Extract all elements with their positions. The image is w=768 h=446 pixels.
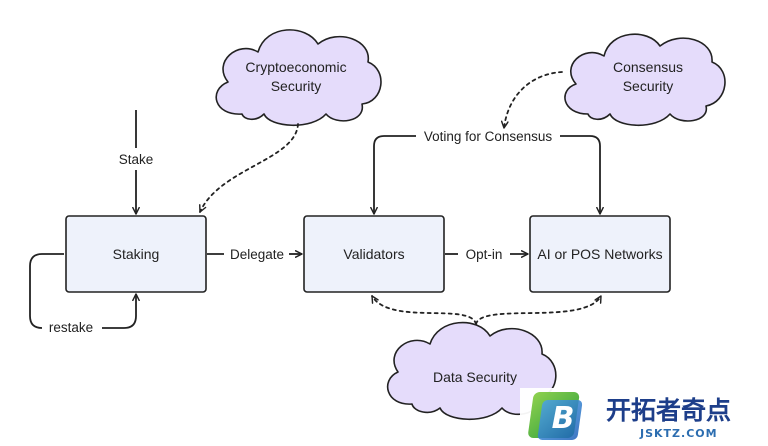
logo-letter: B [552, 401, 575, 436]
consensus-label-line2: Security [623, 78, 674, 94]
cryptoeconomic-label-line1: Cryptoeconomic [245, 59, 346, 75]
restake-edge: restake [29, 253, 140, 335]
brand-logo-icon: B [528, 392, 583, 440]
opt-in-edge: Opt-in [445, 247, 529, 262]
consensus-security-cloud: Consensus Security [564, 33, 726, 126]
staking-node: Staking [65, 215, 207, 293]
data-to-networks-dotted-arrow [475, 295, 602, 325]
staking-label: Staking [113, 246, 160, 262]
opt-in-label: Opt-in [466, 247, 503, 262]
networks-node: AI or POS Networks [529, 215, 671, 293]
stake-edge: Stake [119, 110, 154, 215]
cryptoeconomic-label-line2: Security [271, 78, 322, 94]
stake-label: Stake [119, 152, 154, 167]
brand-name-cn: 开拓者奇点 [606, 396, 731, 425]
networks-label: AI or POS Networks [537, 246, 662, 262]
data-to-validators-dotted-arrow [371, 295, 477, 325]
brand-url: JSKTZ.COM [639, 427, 718, 440]
delegate-edge: Delegate [207, 247, 303, 262]
data-security-label: Data Security [433, 369, 517, 385]
voting-edge: Voting for Consensus [370, 129, 604, 215]
validators-node: Validators [303, 215, 445, 293]
watermark-logo: B 开拓者奇点 JSKTZ.COM [520, 388, 764, 444]
validators-label: Validators [343, 246, 404, 262]
voting-label: Voting for Consensus [424, 129, 553, 144]
restake-label: restake [49, 320, 93, 335]
delegate-label: Delegate [230, 247, 284, 262]
consensus-to-voting-dotted-arrow [500, 71, 563, 129]
data-security-cloud: Data Security [387, 321, 557, 420]
consensus-label-line1: Consensus [613, 59, 683, 75]
crypto-to-staking-dotted-arrow [199, 123, 299, 213]
cryptoeconomic-security-cloud: Cryptoeconomic Security [215, 29, 382, 126]
